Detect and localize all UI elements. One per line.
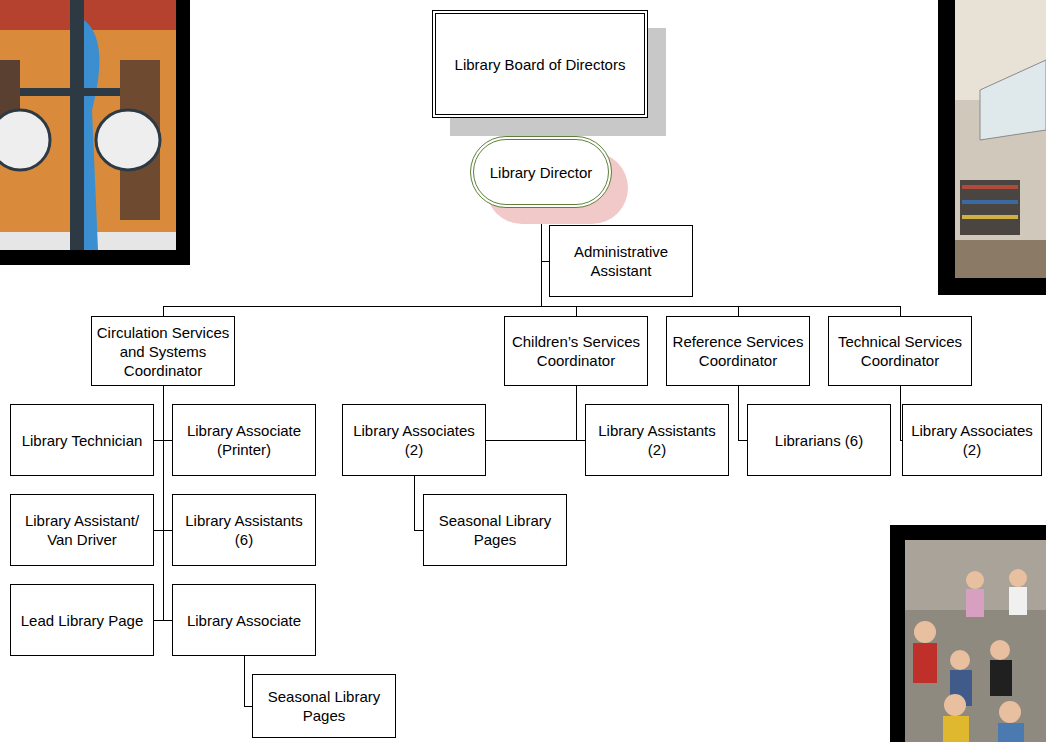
- reporting-line: [154, 386, 163, 620]
- position-title: Seasonal Library Pages: [257, 687, 391, 725]
- reporting-line: [541, 208, 549, 261]
- interior-photo: [938, 0, 1046, 295]
- position-title: Library Associates (2): [347, 421, 481, 459]
- reporting-line: [541, 208, 738, 316]
- position-title: Librarians (6): [775, 431, 863, 450]
- position-box: Technical Services Coordinator: [828, 316, 972, 386]
- position-box: Library Assistant/ Van Driver: [10, 494, 154, 566]
- position-title: Technical Services Coordinator: [833, 332, 967, 370]
- reporting-line: [738, 386, 747, 440]
- children-photo: [890, 525, 1046, 742]
- reporting-line: [486, 386, 576, 440]
- reporting-line: [163, 386, 172, 440]
- position-box: Seasonal Library Pages: [423, 494, 567, 566]
- position-box: Library Associates (2): [902, 404, 1042, 476]
- position-title: Library Board of Directors: [455, 55, 626, 74]
- position-box: Seasonal Library Pages: [252, 674, 396, 738]
- position-title: Seasonal Library Pages: [428, 511, 562, 549]
- position-box: Library Associate: [172, 584, 316, 656]
- position-title: Library Assistants (6): [177, 511, 311, 549]
- position-box: Librarians (6): [747, 404, 891, 476]
- position-box: Children’s Services Coordinator: [504, 316, 648, 386]
- position-title: Library Associate: [187, 611, 301, 630]
- position-title: Library Director: [490, 163, 593, 182]
- position-box: Library Associate (Printer): [172, 404, 316, 476]
- position-box: Library Technician: [10, 404, 154, 476]
- position-title: Library Assistant/ Van Driver: [15, 511, 149, 549]
- reporting-line: [163, 208, 541, 316]
- position-box: Lead Library Page: [10, 584, 154, 656]
- reporting-line: [414, 476, 423, 530]
- position-box: Administrative Assistant: [549, 225, 693, 297]
- position-title: Children’s Services Coordinator: [509, 332, 643, 370]
- position-box: Library Assistants (2): [585, 404, 729, 476]
- position-title: Library Associates (2): [907, 421, 1037, 459]
- position-title: Library Technician: [22, 431, 143, 450]
- street-photo: [0, 0, 190, 265]
- position-title: Library Associate (Printer): [177, 421, 311, 459]
- reporting-line: [576, 386, 585, 440]
- reporting-line: [540, 118, 541, 136]
- reporting-line: [244, 656, 252, 706]
- board-box: Library Board of Directors: [432, 10, 648, 118]
- position-box: Circulation Services and Systems Coordin…: [91, 316, 235, 386]
- position-box: Library Assistants (6): [172, 494, 316, 566]
- reporting-line: [154, 386, 163, 530]
- position-title: Reference Services Coordinator: [671, 332, 805, 370]
- reporting-line: [163, 386, 172, 620]
- position-box: Library Associates (2): [342, 404, 486, 476]
- position-title: Library Assistants (2): [590, 421, 724, 459]
- position-title: Lead Library Page: [21, 611, 144, 630]
- director-box: Library Director: [470, 136, 612, 208]
- position-box: Reference Services Coordinator: [666, 316, 810, 386]
- position-title: Administrative Assistant: [554, 242, 688, 280]
- reporting-line: [163, 386, 172, 530]
- reporting-line: [541, 208, 900, 316]
- position-title: Circulation Services and Systems Coordin…: [96, 323, 230, 380]
- reporting-line: [154, 386, 163, 440]
